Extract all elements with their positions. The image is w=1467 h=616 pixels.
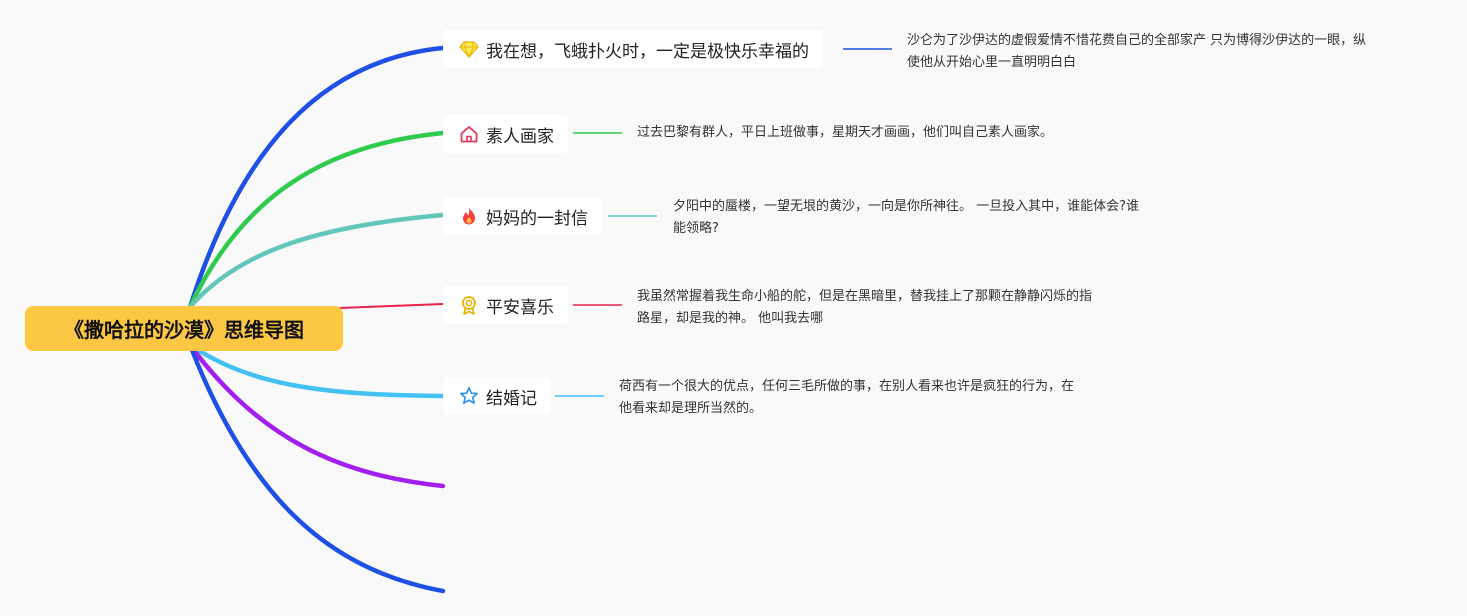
branch-topic-5[interactable]: 结婚记	[443, 377, 551, 415]
note-1-line-2: 使他从开始心里一直明明白白	[907, 55, 1077, 70]
note-3: 夕阳中的蜃楼，一望无垠的黄沙，一向是你所神往。 一旦投入其中，谁能体会?谁 能领…	[673, 196, 1193, 240]
branch-topic-4[interactable]: 平安喜乐	[443, 286, 568, 324]
note-2: 过去巴黎有群人，平日上班做事，星期天才画画，他们叫自己素人画家。	[637, 122, 1197, 144]
star-icon	[459, 386, 479, 406]
branch-link-5	[187, 342, 446, 399]
note-3-line-2: 能领略?	[673, 221, 719, 236]
note-5-line-1: 荷西有一个很大的优点，任何三毛所做的事，在别人看来也许是疯狂的行为，在	[619, 379, 1075, 394]
branch-topic-4-label: 平安喜乐	[486, 297, 554, 318]
house-icon	[459, 124, 479, 144]
note-5: 荷西有一个很大的优点，任何三毛所做的事，在别人看来也许是疯狂的行为，在 他看来却…	[619, 376, 1129, 420]
branch-topic-5-label: 结婚记	[486, 388, 537, 409]
note-1: 沙仑为了沙伊达的虚假爱情不惜花费自己的全部家产 只为博得沙伊达的一眼，纵 使他从…	[907, 30, 1417, 74]
fire-icon	[459, 206, 479, 226]
branch-topic-2[interactable]: 素人画家	[443, 115, 568, 153]
branch-topic-3-label: 妈妈的一封信	[486, 208, 588, 229]
branch-link-2	[187, 130, 446, 310]
diamond-icon	[459, 39, 479, 59]
note-5-line-2: 他看来却是理所当然的。	[619, 401, 763, 416]
branch-topic-2-label: 素人画家	[486, 126, 554, 147]
branch-topic-1[interactable]: 我在想，飞蛾扑火时，一定是极快乐幸福的	[443, 30, 823, 68]
branch-link-6	[187, 342, 446, 489]
note-3-line-1: 夕阳中的蜃楼，一望无垠的黄沙，一向是你所神往。 一旦投入其中，谁能体会?谁	[673, 199, 1140, 214]
branch-topic-3[interactable]: 妈妈的一封信	[443, 197, 602, 235]
medal-icon	[459, 295, 479, 315]
root-topic-label: 《撒哈拉的沙漠》思维导图	[64, 318, 304, 342]
note-4-line-2: 路星，却是我的神。 他叫我去哪	[637, 311, 824, 326]
note-2-line-1: 过去巴黎有群人，平日上班做事，星期天才画画，他们叫自己素人画家。	[637, 125, 1054, 140]
note-4: 我虽然常握着我生命小船的舵，但是在黑暗里，替我挂上了那颗在静静闪烁的指 路星，却…	[637, 286, 1147, 330]
root-topic[interactable]: 《撒哈拉的沙漠》思维导图	[25, 306, 343, 351]
branch-link-3	[187, 212, 446, 310]
note-1-line-1: 沙仑为了沙伊达的虚假爱情不惜花费自己的全部家产 只为博得沙伊达的一眼，纵	[907, 33, 1367, 48]
branch-link-7	[187, 342, 446, 594]
branch-link-4	[339, 303, 444, 309]
note-4-line-1: 我虽然常握着我生命小船的舵，但是在黑暗里，替我挂上了那颗在静静闪烁的指	[637, 289, 1093, 304]
branch-topic-1-label: 我在想，飞蛾扑火时，一定是极快乐幸福的	[486, 41, 809, 62]
branch-link-1	[187, 45, 446, 310]
